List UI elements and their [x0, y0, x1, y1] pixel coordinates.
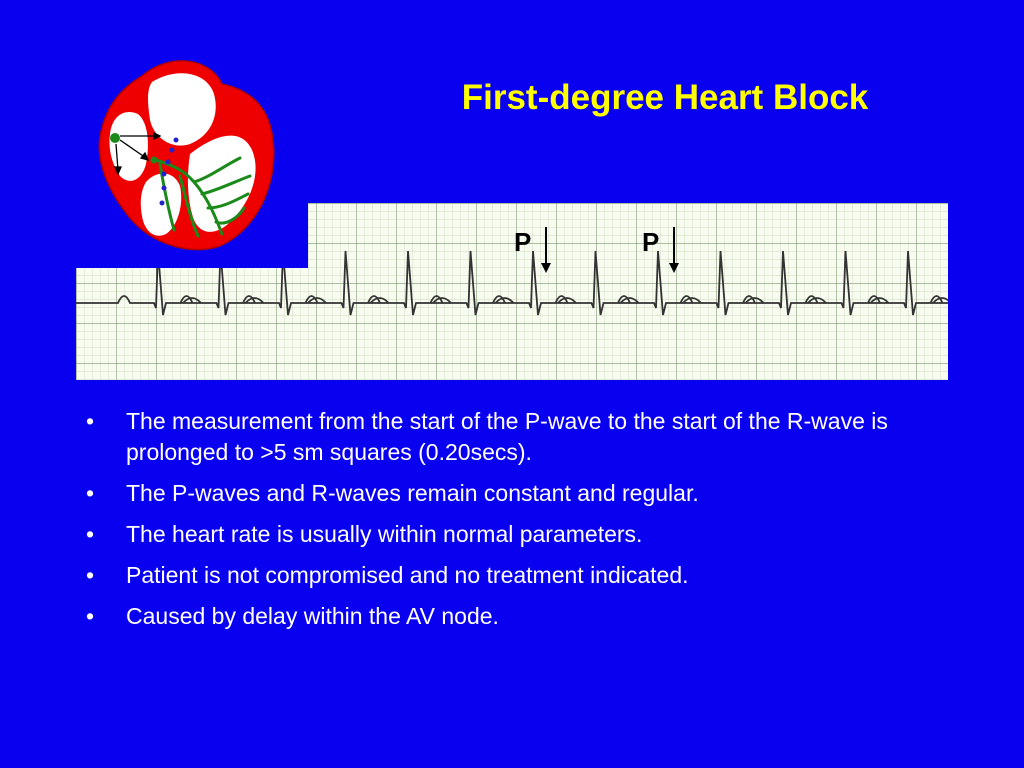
bullet-text: The heart rate is usually within normal …	[126, 521, 643, 547]
p-wave-marker-1: P	[514, 227, 551, 273]
impulse-arrows	[114, 131, 162, 176]
delay-dots	[159, 137, 179, 206]
bullet-item: • Caused by delay within the AV node.	[86, 601, 956, 632]
bullet-dot: •	[86, 521, 95, 547]
ecg-strip: P P	[76, 203, 948, 380]
bullet-text: Patient is not compromised and no treatm…	[126, 562, 689, 588]
heart-diagram	[98, 60, 275, 251]
slide-title: First-degree Heart Block	[461, 78, 869, 117]
bullet-text: Caused by delay within the AV node.	[126, 603, 499, 629]
left-atrium	[148, 73, 216, 146]
ecg-trace	[76, 250, 948, 316]
bullet-dot: •	[86, 408, 95, 434]
bullet-dot: •	[86, 480, 95, 506]
sa-node	[110, 133, 120, 143]
bullet-list: • The measurement from the start of the P…	[86, 406, 956, 642]
bullet-item: • The P-waves and R-waves remain constant…	[86, 478, 956, 509]
conduction-pathway	[154, 156, 252, 238]
bullet-item: • Patient is not compromised and no treat…	[86, 560, 956, 591]
bullet-item: • The heart rate is usually within normal…	[86, 519, 956, 550]
p-wave-label-1: P	[514, 227, 531, 257]
p-wave-label-2: P	[642, 227, 659, 257]
bullet-text: The measurement from the start of the P-…	[126, 408, 888, 465]
bullet-dot: •	[86, 603, 95, 629]
av-node	[150, 156, 158, 164]
ecg-grid	[76, 203, 948, 380]
p-wave-marker-2: P	[642, 227, 679, 273]
bullet-text: The P-waves and R-waves remain constant …	[126, 480, 699, 506]
bullet-item: • The measurement from the start of the P…	[86, 406, 956, 468]
bullet-dot: •	[86, 562, 95, 588]
